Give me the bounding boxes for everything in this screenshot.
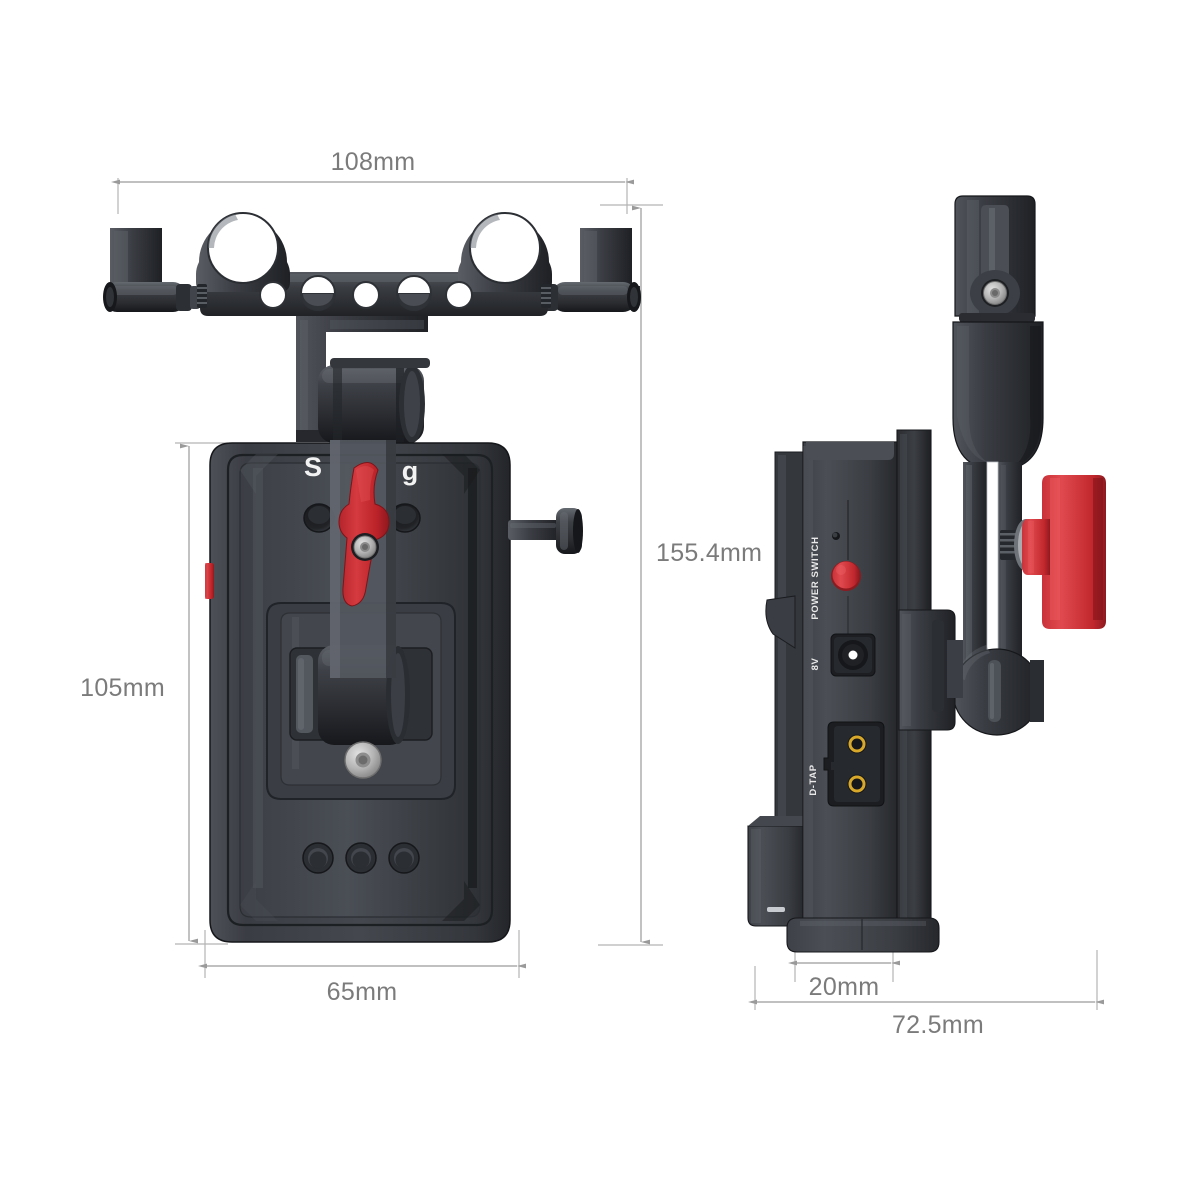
dimension-105mm: 105mm [80,442,228,945]
release-lever-red [338,462,390,607]
side-quick-release-shoe [747,816,805,927]
dc-8v-port-group[interactable]: 8V [810,633,876,677]
side-red-lock-knob[interactable] [1022,475,1106,629]
center-screw [344,741,382,779]
side-arm-body [952,321,1044,471]
rod-clamp-bar [196,212,552,316]
rod-clamp-left-outer [103,228,200,312]
side-view: POWER SWITCH 8V D-TAP [747,195,1106,953]
side-thumb-knob [508,508,583,554]
hinge-barrel [318,358,430,443]
side-pivot-disc [952,645,1044,736]
v-mount-plate-body: S g [205,442,583,943]
dimension-20mm: 20mm [788,945,900,1001]
dimension-label-72-5mm: 72.5mm [892,1011,984,1039]
brand-letter-g: g [402,456,419,486]
dimension-label-105mm: 105mm [80,674,165,702]
status-indicator-tab [205,563,214,599]
side-rod-clamp [954,195,1036,322]
side-mount-bracket [898,609,963,731]
dimension-72-5mm: 72.5mm [748,950,1104,1039]
label-power-switch: POWER SWITCH [810,536,821,619]
dimension-label-65mm: 65mm [327,978,398,1006]
dimension-label-155-4mm: 155.4mm [656,539,762,567]
power-switch-group[interactable]: POWER SWITCH [810,532,861,620]
dimension-label-108mm: 108mm [331,148,416,176]
front-view: S g [103,212,641,943]
bottom-mount-holes [302,842,420,874]
d-tap-port-group[interactable]: D-TAP [808,721,885,807]
clamp-screw-right [541,284,551,308]
side-bottom-plinth [786,917,940,953]
dimension-label-20mm: 20mm [809,973,880,1001]
bar-mount-holes [259,275,473,311]
top-mount-holes [303,503,421,533]
label-d-tap: D-TAP [808,764,819,795]
side-body-plate: POWER SWITCH 8V D-TAP [747,429,963,953]
dimension-108mm: 108mm [111,148,634,214]
brand-letter-s: S [304,452,322,482]
label-8v: 8V [810,658,821,671]
dimension-155-4mm: 155.4mm [598,204,762,946]
clamp-screw-left [197,284,207,308]
dimension-65mm: 65mm [198,930,526,1006]
